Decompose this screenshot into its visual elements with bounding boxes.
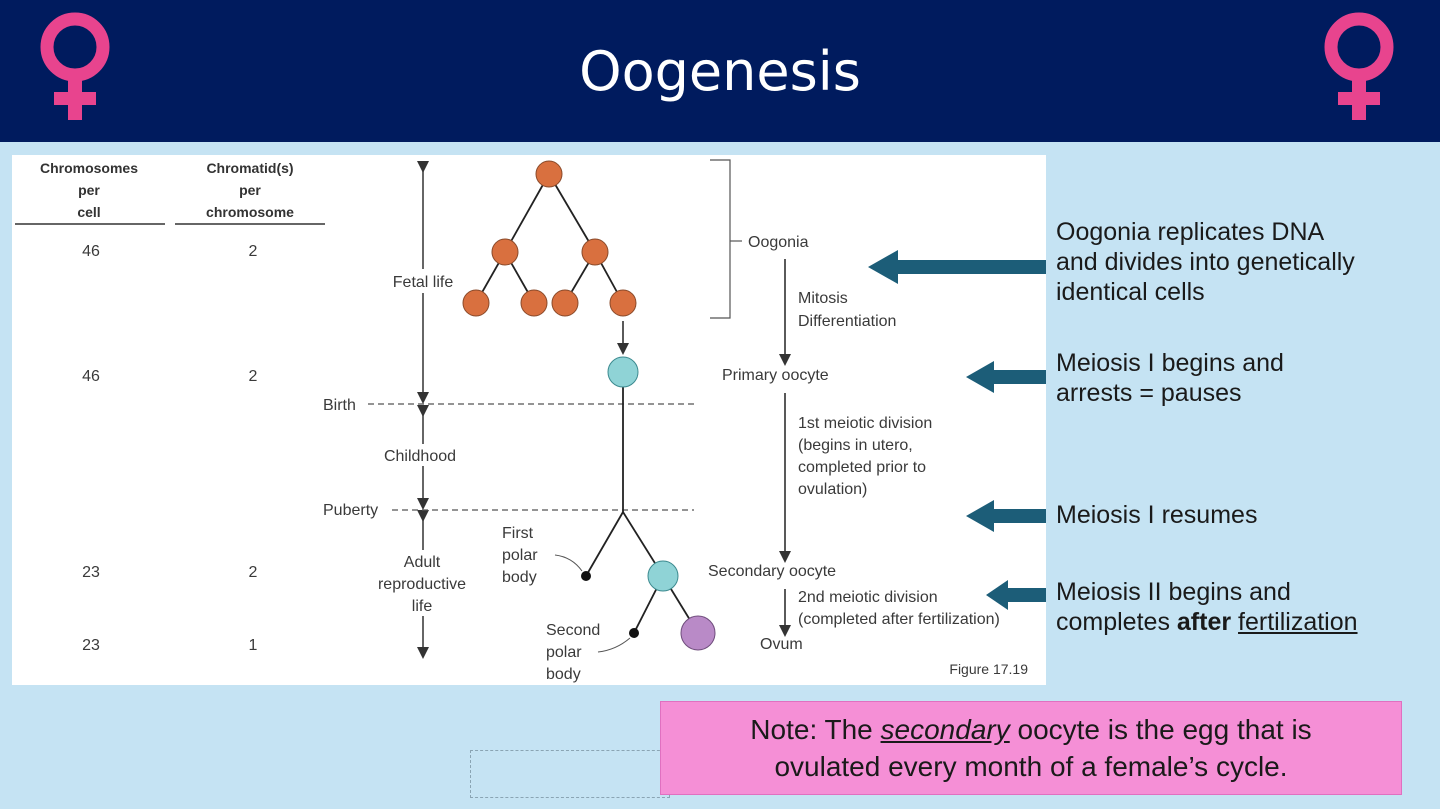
- fetal-life-label: Fetal life: [393, 274, 454, 291]
- secondary-oocyte-cell: [647, 560, 679, 592]
- mitosis-label: Differentiation: [798, 313, 896, 330]
- primary-oocyte-cell: [607, 356, 639, 388]
- oogonium-cell: [491, 238, 519, 266]
- venus-symbol-icon: [40, 12, 110, 120]
- second-polar-body-label: Second: [546, 622, 600, 639]
- adult-life-label: Adult: [404, 554, 441, 571]
- second-meiotic-label: (completed after fertilization): [798, 611, 1000, 628]
- title-bar: Oogenesis: [0, 0, 1440, 142]
- svg-text:Chromosomes: Chromosomes: [40, 160, 138, 176]
- svg-text:per: per: [78, 182, 100, 198]
- chromosome-count: 23: [82, 564, 100, 581]
- secondary-oocyte-label: Secondary oocyte: [708, 563, 836, 580]
- callout-arrow-icon: [868, 250, 1046, 284]
- chromosome-count: 46: [82, 368, 100, 385]
- first-polar-body-label: polar: [502, 547, 538, 564]
- oogonium-cell: [462, 289, 490, 317]
- primary-oocyte-label: Primary oocyte: [722, 367, 829, 384]
- second-polar-body-leader: [597, 637, 631, 653]
- oogonium-cell: [581, 238, 609, 266]
- svg-text:chromosome: chromosome: [206, 204, 294, 220]
- second-meiotic-label: 2nd meiotic division: [798, 589, 938, 606]
- first-polar-body-label: First: [502, 525, 534, 542]
- chromatid-count: 1: [249, 637, 258, 654]
- first-polar-body-dot: [581, 571, 591, 581]
- first-polar-body-leader: [554, 554, 583, 572]
- callout-arrow-icon: [966, 361, 1046, 393]
- ovum-label: Ovum: [760, 636, 803, 653]
- second-polar-body-label: body: [546, 666, 581, 683]
- oogenesis-figure: Chromosomes per cell Chromatid(s) per ch…: [12, 155, 1046, 685]
- first-meiotic-label: 1st meiotic division: [798, 415, 932, 432]
- first-polar-body-label: body: [502, 569, 537, 586]
- mitosis-label: Mitosis: [798, 290, 848, 307]
- oogonium-cell: [609, 289, 637, 317]
- callout-arrow-icon: [986, 580, 1046, 610]
- emphasis-after: after: [1176, 608, 1232, 636]
- chromosomes-column-header: Chromosomes per cell: [40, 160, 138, 220]
- svg-text:per: per: [239, 182, 261, 198]
- chromatids-column-header: Chromatid(s) per chromosome: [206, 160, 294, 220]
- oogonia-bracket: [710, 159, 731, 319]
- second-polar-body-dot: [629, 628, 639, 638]
- note-box: Note: The secondary oocyte is the egg th…: [660, 701, 1402, 795]
- adult-life-label: life: [412, 598, 433, 615]
- oogonium-cell: [551, 289, 579, 317]
- emphasis-secondary: secondary: [880, 714, 1010, 745]
- callout-meiosis-i-begins: Meiosis I begins and arrests = pauses: [1056, 349, 1284, 407]
- callout-meiosis-ii: Meiosis II begins and completes after fe…: [1056, 578, 1358, 636]
- ovum-cell: [680, 615, 716, 651]
- chromatid-count: 2: [249, 564, 258, 581]
- chromosome-count: 46: [82, 243, 100, 260]
- birth-label: Birth: [323, 397, 356, 414]
- childhood-label: Childhood: [384, 448, 456, 465]
- first-meiotic-label: (begins in utero,: [798, 437, 913, 454]
- empty-placeholder-box: [470, 750, 670, 798]
- oogonium-cell: [535, 160, 563, 188]
- oogonium-cell: [520, 289, 548, 317]
- slide-title: Oogenesis: [579, 40, 861, 103]
- emphasis-fertilization: fertilization: [1238, 608, 1358, 636]
- oogonia-cells: [462, 160, 637, 317]
- first-meiotic-label: ovulation): [798, 481, 867, 498]
- svg-text:Chromatid(s): Chromatid(s): [206, 160, 293, 176]
- figure-number-label: Figure 17.19: [949, 661, 1028, 677]
- venus-symbol-icon: [1324, 12, 1394, 120]
- svg-text:cell: cell: [77, 204, 100, 220]
- chromosome-count: 23: [82, 637, 100, 654]
- puberty-label: Puberty: [323, 502, 378, 519]
- chromatid-count: 2: [249, 368, 258, 385]
- oogonia-tree: [475, 173, 624, 304]
- chromatid-count: 2: [249, 243, 258, 260]
- first-meiotic-label: completed prior to: [798, 459, 926, 476]
- callout-arrow-icon: [966, 500, 1046, 532]
- second-polar-body-label: polar: [546, 644, 582, 661]
- oogonia-label: Oogonia: [748, 234, 809, 251]
- callout-meiosis-i-resumes: Meiosis I resumes: [1056, 501, 1258, 529]
- callout-oogonia: Oogonia replicates DNA and divides into …: [1056, 218, 1355, 306]
- adult-life-label: reproductive: [378, 576, 466, 593]
